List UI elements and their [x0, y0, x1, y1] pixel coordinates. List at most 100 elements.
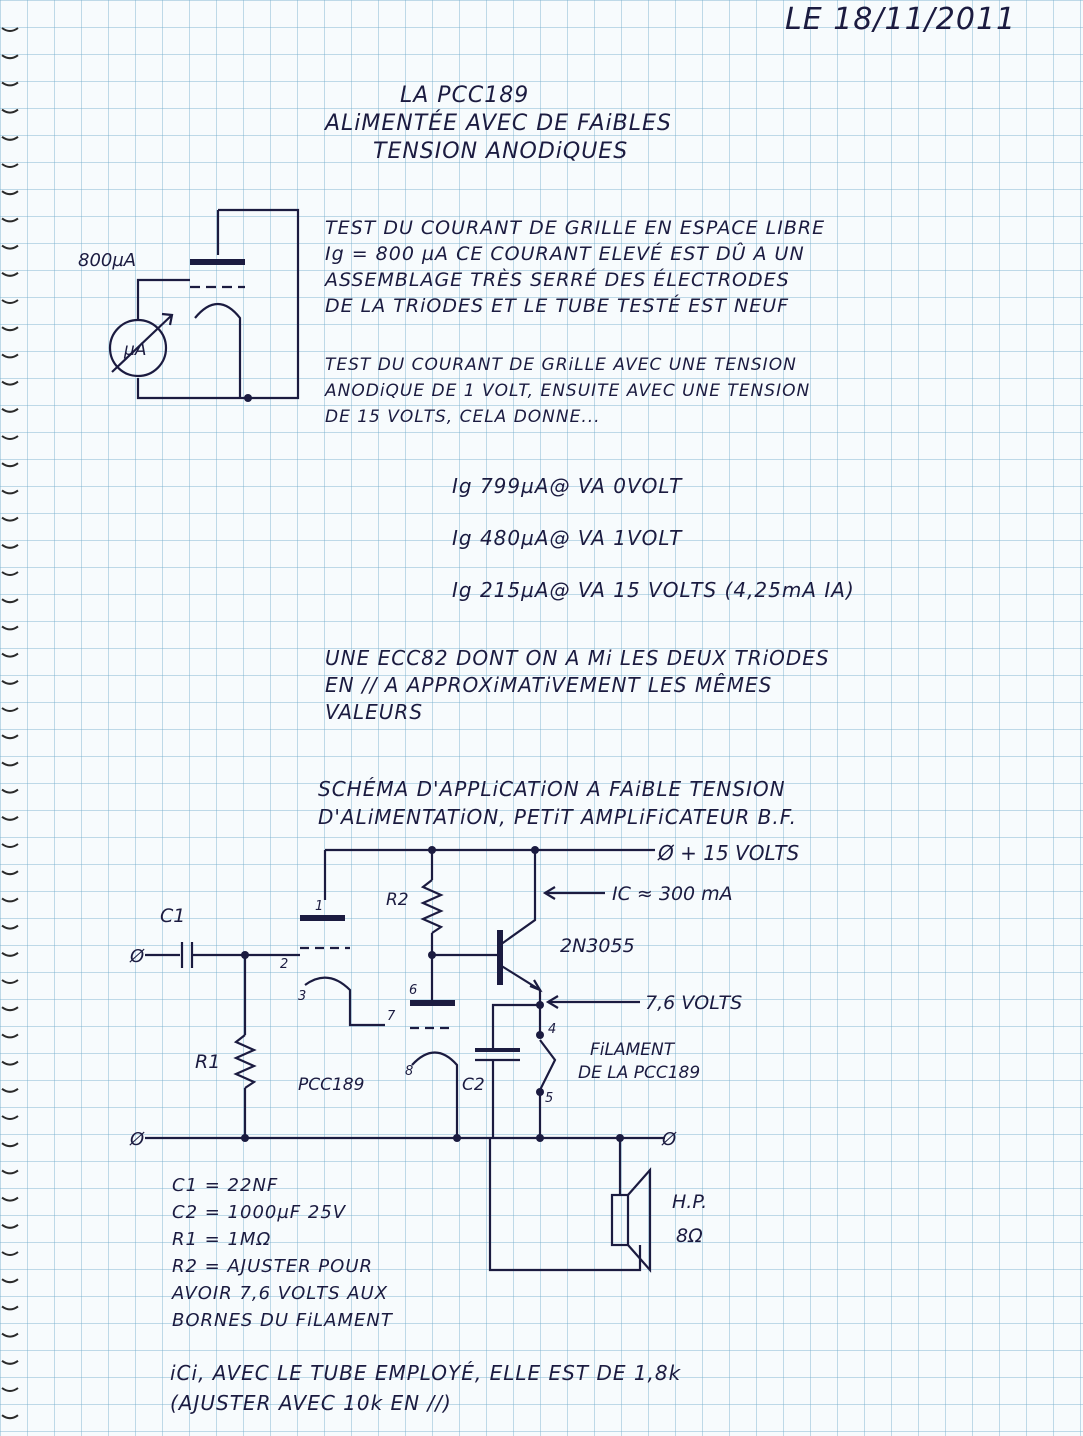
test-anode-voltage: TEST DU COURANT DE GRiLLE AVEC UNE TENSI… — [325, 352, 810, 430]
pin-label: 1 — [315, 899, 323, 914]
spiral-hole — [1, 190, 19, 196]
spiral-hole — [1, 54, 19, 60]
title-line-1: LA PCC189 — [400, 83, 530, 108]
footer-line-1: iCi, AVEC LE TUBE EMPLOYÉ, ELLE EST DE 1… — [170, 1361, 682, 1385]
spiral-hole — [1, 598, 19, 604]
spiral-hole — [1, 27, 19, 32]
spiral-hole — [1, 571, 19, 576]
component-values: C1 = 22NF C2 = 1000µF 25V R1 = 1MΩ R2 = … — [172, 1172, 393, 1334]
spiral-hole — [1, 217, 19, 223]
meter-label: µA — [123, 340, 146, 360]
ecc82-line: UNE ECC82 DONT ON A Mi LES DEUX TRiODES — [325, 646, 830, 670]
spiral-hole — [1, 1169, 19, 1175]
spiral-hole — [1, 625, 19, 631]
spiral-hole — [1, 1006, 19, 1012]
amplifier-schematic: Ø + 15 VOLTS IC ≈ 300 mA 2N3055 7,6 VOLT… — [129, 841, 799, 1273]
r2-label: R2 — [386, 890, 409, 910]
pin-label: 2 — [280, 957, 288, 972]
spiral-hole — [1, 843, 19, 848]
spiral-hole — [1, 516, 19, 522]
spiral-hole — [1, 951, 19, 957]
spiral-hole — [1, 897, 19, 903]
schema-title-line-1: SCHÉMA D'APPLiCATiON A FAiBLE TENSION — [318, 777, 786, 801]
pin-label: 5 — [545, 1091, 553, 1106]
spiral-hole — [1, 1278, 19, 1284]
component-value-line: C1 = 22NF — [172, 1175, 279, 1196]
spiral-hole — [1, 761, 19, 767]
measurements: Ig 799µA@ VA 0VOLT Ig 480µA@ VA 1VOLT Ig… — [452, 460, 855, 616]
spiral-hole — [1, 788, 19, 794]
spiral-hole — [1, 271, 19, 277]
test2-line: TEST DU COURANT DE GRiLLE AVEC UNE TENSI… — [325, 355, 797, 375]
spiral-hole — [1, 108, 19, 114]
title-line-3: TENSION ANODiQUES — [373, 139, 629, 164]
spiral-hole — [1, 1332, 19, 1338]
footer-line-2: (AJUSTER AVEC 10k EN //) — [170, 1391, 452, 1415]
pin-label: 8 — [405, 1064, 413, 1079]
c2-label: C2 — [462, 1075, 485, 1095]
spiral-hole — [1, 1115, 19, 1120]
spiral-hole — [1, 1142, 19, 1148]
filament-label-1: FiLAMENT — [590, 1040, 676, 1060]
spiral-hole — [1, 135, 19, 141]
spiral-hole — [1, 1359, 19, 1365]
spiral-hole — [1, 1387, 19, 1392]
spiral-hole — [1, 652, 19, 658]
component-value-line: C2 = 1000µF 25V — [172, 1202, 347, 1223]
spiral-binding — [1, 27, 19, 1420]
ground-symbol-left: Ø — [129, 1129, 145, 1150]
spiral-hole — [1, 1223, 19, 1229]
ecc82-line: VALEURS — [325, 700, 424, 724]
spiral-hole — [1, 407, 19, 413]
component-value-line: R1 = 1MΩ — [172, 1229, 272, 1250]
pin-label: 7 — [387, 1009, 396, 1024]
date: LE 18/11/2011 — [785, 2, 1017, 37]
spiral-hole — [1, 299, 19, 304]
spiral-hole — [1, 435, 19, 440]
voltage-label: 7,6 VOLTS — [645, 992, 742, 1014]
grid-current-test-schematic: 800µA µA — [78, 208, 300, 402]
test1-line: Ig = 800 µA CE COURANT ELEVÉ EST DÛ A UN — [325, 243, 805, 265]
pin-label: 3 — [298, 989, 306, 1004]
measurement-line: Ig 799µA@ VA 0VOLT — [452, 474, 683, 498]
schema-title: SCHÉMA D'APPLiCATiON A FAiBLE TENSION D'… — [318, 775, 797, 831]
test1-line: TEST DU COURANT DE GRILLE EN ESPACE LIBR… — [325, 217, 826, 239]
test1-line: DE LA TRiODES ET LE TUBE TESTÉ EST NEUF — [325, 295, 790, 317]
spiral-hole — [1, 543, 19, 549]
spiral-hole — [1, 707, 19, 712]
measurement-line: Ig 480µA@ VA 1VOLT — [452, 526, 683, 550]
spiral-hole — [1, 1060, 19, 1066]
ground-symbol-right: Ø — [661, 1129, 677, 1150]
title-line-2: ALiMENTÉE AVEC DE FAiBLES — [325, 111, 672, 136]
spiral-hole — [1, 1251, 19, 1256]
spiral-hole — [1, 353, 19, 359]
current-label: 800µA — [78, 250, 136, 271]
spiral-hole — [1, 462, 19, 468]
spiral-hole — [1, 1033, 19, 1039]
spiral-hole — [1, 163, 19, 168]
tube-label: PCC189 — [298, 1075, 364, 1095]
spiral-hole — [1, 380, 19, 386]
component-value-line: AVOIR 7,6 VOLTS AUX — [172, 1283, 389, 1304]
pin-label: 6 — [409, 983, 417, 998]
schema-title-line-2: D'ALiMENTATiON, PETiT AMPLiFiCATEUR B.F. — [318, 805, 798, 829]
spiral-hole — [1, 979, 19, 984]
c1-label: C1 — [160, 905, 185, 927]
test-free-space: TEST DU COURANT DE GRILLE EN ESPACE LIBR… — [325, 215, 825, 319]
measurement-line: Ig 215µA@ VA 15 VOLTS (4,25mA IA) — [452, 578, 855, 602]
pin-label: 4 — [548, 1022, 556, 1037]
spiral-hole — [1, 81, 19, 87]
spiral-hole — [1, 734, 19, 740]
filament-label-2: DE LA PCC189 — [578, 1063, 700, 1083]
component-value-line: R2 = AJUSTER POUR — [172, 1256, 374, 1277]
spiral-hole — [1, 326, 19, 332]
transistor-label: 2N3055 — [560, 935, 635, 957]
ecc82-note: UNE ECC82 DONT ON A Mi LES DEUX TRiODES … — [325, 645, 830, 726]
footer-note: iCi, AVEC LE TUBE EMPLOYÉ, ELLE EST DE 1… — [170, 1358, 681, 1418]
test2-line: ANODiQUE DE 1 VOLT, ENSUITE AVEC UNE TEN… — [325, 381, 811, 401]
page-title: LA PCC189 ALiMENTÉE AVEC DE FAiBLES TENS… — [325, 82, 672, 166]
test1-line: ASSEMBLAGE TRÈS SERRÉ DES ÉLECTRODES — [325, 269, 790, 291]
spiral-hole — [1, 679, 19, 685]
spiral-hole — [1, 1087, 19, 1093]
input-symbol: Ø — [129, 946, 145, 967]
